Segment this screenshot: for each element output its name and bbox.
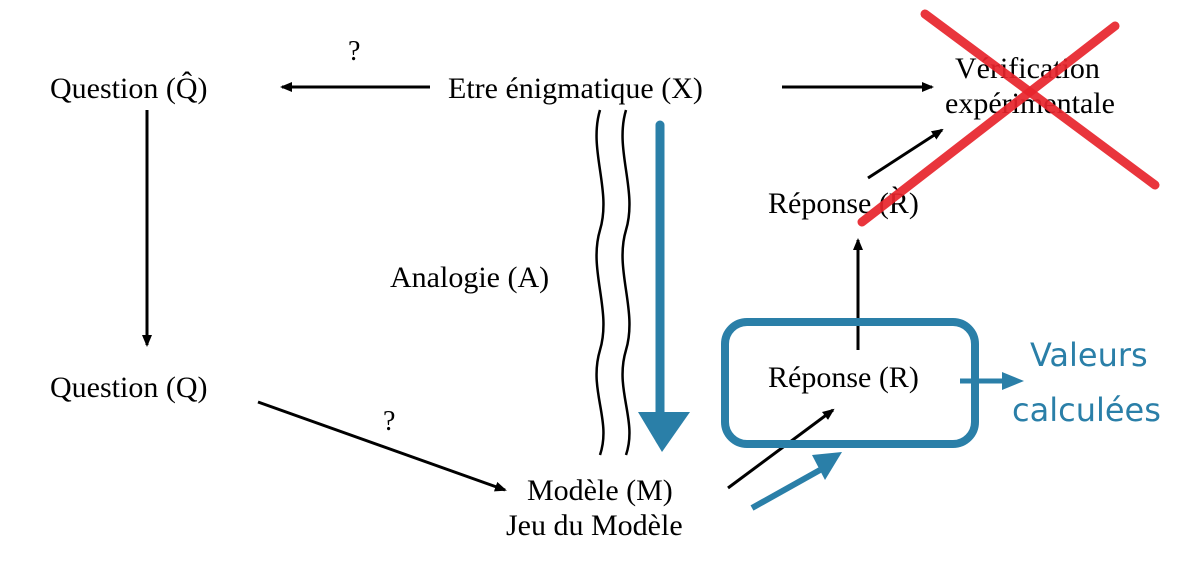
blue-arrow-to-box-head xyxy=(812,452,842,480)
analogy-wave-left xyxy=(595,109,605,456)
etre-enigmatique-label: Etre énigmatique (X) xyxy=(448,72,703,105)
arrow-reponse-hat-to-verification xyxy=(867,128,944,180)
red-cross-stroke-1 xyxy=(920,9,1160,190)
arrow-question-to-modele xyxy=(257,400,507,492)
question-label: Question (Q) xyxy=(50,371,207,404)
modele-label-line2: Jeu du Modèle xyxy=(506,509,683,542)
question-hat-label: Question (Q̂) xyxy=(50,71,207,105)
calculated-values-line1: Valeurs xyxy=(1030,336,1148,374)
analogie-label: Analogie (A) xyxy=(390,261,549,294)
bottom-question-mark: ? xyxy=(383,406,395,437)
analogy-wave-right xyxy=(621,109,631,456)
arrow-modele-to-reponse xyxy=(727,408,835,490)
blue-arrow-to-box xyxy=(750,467,822,511)
top-question-mark: ? xyxy=(348,36,360,67)
blue-down-arrowhead xyxy=(638,412,690,452)
modele-label-line1: Modèle (M) xyxy=(527,474,673,507)
blue-arrow-to-values-head xyxy=(1002,372,1024,390)
red-cross-stroke-2 xyxy=(857,21,1120,227)
reponse-label: Réponse (R) xyxy=(768,361,919,394)
calculated-values-line2: calculées xyxy=(1012,391,1161,429)
